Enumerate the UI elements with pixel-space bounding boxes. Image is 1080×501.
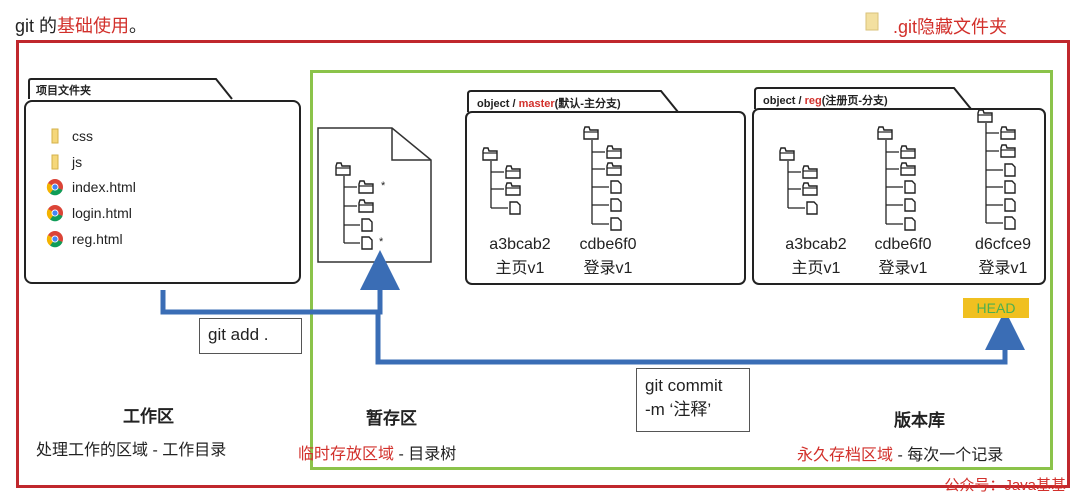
chrome-icon: [46, 179, 63, 196]
file-name: login.html: [72, 205, 132, 221]
commit-hash: cdbe6f0: [579, 236, 637, 253]
git-add-command: git add .: [199, 318, 302, 354]
repo-desc-highlight: 永久存档区域: [797, 447, 894, 464]
commit-hash: cdbe6f0: [874, 236, 932, 253]
chrome-icon: [46, 231, 63, 248]
file-name: js: [72, 154, 83, 170]
index-and-repo-frame: [310, 70, 1053, 470]
file-row-index: index.html: [46, 176, 136, 198]
project-folder-label: 项目文件夹: [36, 85, 91, 97]
master-branch-panel: [465, 90, 746, 285]
repo-desc-rest: - 每次一个记录: [893, 447, 1004, 464]
git-commit-command: git commit -m ‘注释’: [636, 368, 750, 432]
commit-label: cdbe6f0 登录v1: [863, 233, 943, 281]
file-row-login: login.html: [46, 202, 132, 224]
staging-desc-rest: - 目录树: [394, 446, 457, 463]
object-prefix: object /: [763, 95, 805, 107]
git-dir-label: .git隐藏文件夹: [893, 17, 1008, 37]
file-name: css: [72, 128, 93, 144]
file-name: reg.html: [72, 231, 123, 247]
git-commit-arrow: [375, 310, 1025, 365]
chrome-icon: [46, 205, 63, 222]
head-badge: HEAD: [963, 298, 1029, 318]
commit-hash: d6cfce9: [974, 236, 1032, 253]
commit-hash: a3bcab2: [785, 236, 847, 253]
workspace-desc: 处理工作的区域 - 工作目录: [36, 442, 227, 459]
commit-desc: 登录v1: [978, 260, 1028, 277]
commit-command-line: -m ‘注释’: [645, 400, 712, 419]
commit-tree-icon: [977, 109, 1016, 230]
branch-note: (注册页-分支): [821, 95, 888, 107]
commit-desc: 登录v1: [583, 260, 633, 277]
file-row-js: js: [46, 151, 82, 173]
commit-label: cdbe6f0 登录v1: [568, 233, 648, 281]
master-branch-label: object / master(默认-主分支): [477, 95, 621, 111]
commit-tree-icon: [482, 147, 521, 215]
repo-desc: 永久存档区域 - 每次一个记录: [797, 441, 1003, 465]
commit-label: a3bcab2 主页v1: [480, 233, 560, 281]
staging-desc: 临时存放区域 - 目录树: [298, 440, 456, 464]
modified-mark: *: [379, 236, 384, 248]
page-title: git 的基础使用。: [15, 12, 147, 38]
commit-desc: 主页v1: [791, 260, 841, 277]
staging-tree-icon: [335, 162, 374, 250]
branch-name: master: [518, 98, 555, 110]
commit-tree-icon: [583, 126, 622, 231]
file-row-reg: reg.html: [46, 228, 123, 250]
branch-note: (默认-主分支): [554, 98, 621, 110]
title-highlight: 基础使用: [57, 16, 130, 36]
reg-branch-panel: [752, 87, 1046, 285]
file-name: index.html: [72, 179, 136, 195]
modified-mark: *: [381, 180, 386, 192]
staging-desc-highlight: 临时存放区域: [298, 446, 395, 463]
folder-tab: [28, 78, 233, 100]
title-prefix: git 的: [15, 16, 58, 36]
workspace-title: 工作区: [123, 407, 174, 426]
reg-branch-label: object / reg(注册页-分支): [763, 92, 888, 108]
object-prefix: object /: [477, 98, 519, 110]
project-folder: [24, 100, 301, 284]
commit-desc: 主页v1: [495, 260, 545, 277]
file-row-css: css: [46, 125, 93, 147]
folder-icon: [51, 154, 59, 170]
commit-tree-icon: [877, 126, 916, 231]
staging-document: [317, 127, 432, 263]
commit-command-line: git commit: [645, 376, 723, 395]
watermark: 公众号：Java基基: [944, 477, 1066, 494]
commit-label: d6cfce9 登录v1: [963, 233, 1043, 281]
title-suffix: 。: [129, 16, 148, 36]
repo-title: 版本库: [894, 411, 945, 430]
commit-desc: 登录v1: [878, 260, 928, 277]
hidden-folder-icon: [865, 12, 879, 31]
commit-hash: a3bcab2: [489, 236, 551, 253]
commit-label: a3bcab2 主页v1: [776, 233, 856, 281]
git-repo-frame: [16, 40, 1070, 488]
commit-tree-icon: [779, 147, 818, 215]
branch-name: reg: [804, 95, 822, 107]
staging-title: 暂存区: [366, 409, 417, 428]
git-add-arrow: [160, 250, 400, 315]
folder-icon: [51, 128, 59, 144]
